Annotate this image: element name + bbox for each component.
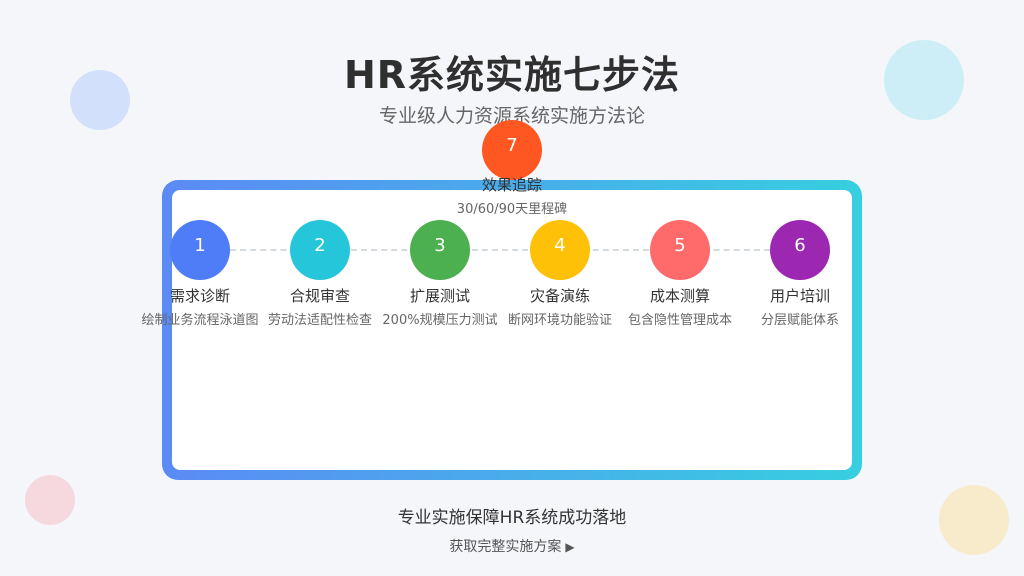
step-7-desc: 30/60/90天里程碑 xyxy=(456,202,568,217)
play-arrow-icon: ▶ xyxy=(565,540,575,554)
step-2[interactable]: 2 合规审查 劳动法适配性检查 xyxy=(250,220,390,328)
decor-circle-pink xyxy=(25,475,75,525)
step-5-number: 5 xyxy=(674,234,686,256)
decor-circle-yellow xyxy=(939,485,1009,555)
step-6-circle: 6 xyxy=(770,220,830,280)
step-2-desc: 劳动法适配性检查 xyxy=(267,313,372,328)
step-6[interactable]: 6 用户培训 分层赋能体系 xyxy=(730,220,870,328)
step-3-circle: 3 xyxy=(410,220,470,280)
step-6-number: 6 xyxy=(794,234,806,256)
decor-circle-blue xyxy=(70,70,130,130)
step-7-circle: 7 xyxy=(482,120,542,180)
step-1[interactable]: 1 需求诊断 绘制业务流程泳道图 xyxy=(130,220,270,328)
step-4[interactable]: 4 灾备演练 断网环境功能验证 xyxy=(490,220,630,328)
step-4-name: 灾备演练 xyxy=(529,287,590,305)
steps-frame-inner xyxy=(172,190,852,470)
step-3-name: 扩展测试 xyxy=(409,287,470,305)
footer-tagline: 专业实施保障HR系统成功落地 xyxy=(397,508,627,528)
step-1-number: 1 xyxy=(194,234,206,256)
step-4-number: 4 xyxy=(554,234,566,256)
get-plan-link[interactable]: 获取完整实施方案▶ xyxy=(0,536,1024,556)
step-5-circle: 5 xyxy=(650,220,710,280)
step-2-circle: 2 xyxy=(290,220,350,280)
step-4-desc: 断网环境功能验证 xyxy=(507,313,612,328)
steps-frame xyxy=(162,180,862,480)
step-5-desc: 包含隐性管理成本 xyxy=(627,313,732,328)
step-5-name: 成本测算 xyxy=(649,287,710,305)
step-1-circle: 1 xyxy=(170,220,230,280)
step-3[interactable]: 3 扩展测试 200%规模压力测试 xyxy=(370,220,510,328)
step-2-number: 2 xyxy=(314,234,326,256)
step-7-number: 7 xyxy=(506,134,518,156)
step-3-desc: 200%规模压力测试 xyxy=(382,313,498,328)
step-7[interactable]: 7 效果追踪 30/60/90天里程碑 xyxy=(442,120,582,217)
step-6-name: 用户培训 xyxy=(769,287,830,305)
step-3-number: 3 xyxy=(434,234,446,256)
step-1-name: 需求诊断 xyxy=(169,287,230,305)
get-plan-label: 获取完整实施方案 xyxy=(449,539,562,555)
step-6-desc: 分层赋能体系 xyxy=(760,313,839,328)
page-title: HR系统实施七步法 xyxy=(343,53,681,97)
step-5[interactable]: 5 成本测算 包含隐性管理成本 xyxy=(610,220,750,328)
step-7-name: 效果追踪 xyxy=(481,176,542,194)
step-2-name: 合规审查 xyxy=(289,287,350,305)
decor-circle-cyan xyxy=(884,40,964,120)
page-subtitle: 专业级人力资源系统实施方法论 xyxy=(378,105,645,127)
step-4-circle: 4 xyxy=(530,220,590,280)
step-connector-line xyxy=(230,249,770,251)
step-1-desc: 绘制业务流程泳道图 xyxy=(141,313,259,328)
